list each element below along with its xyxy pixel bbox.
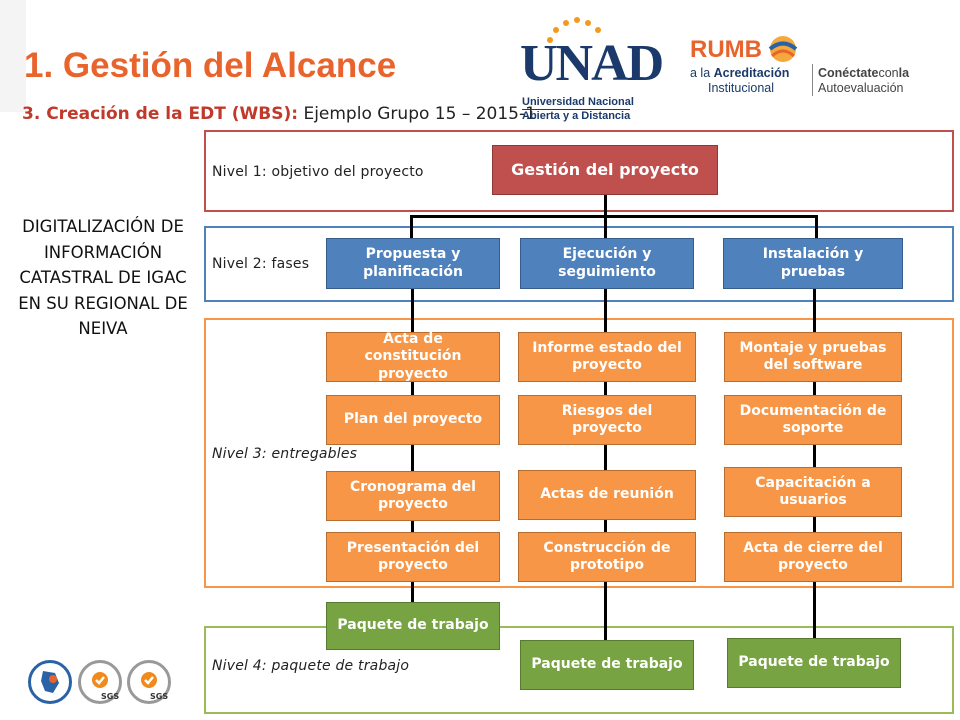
node-phase-proposal: Propuesta y planificación [326, 238, 500, 289]
connector-col1 [411, 288, 414, 602]
unad-sun-icon [547, 17, 601, 43]
node-project-management: Gestión del proyecto [492, 145, 718, 195]
sgs-seal-2-icon [127, 660, 171, 704]
unad-line1: Universidad Nacional [522, 96, 634, 108]
project-name: DIGITALIZACIÓN DE INFORMACIÓN CATASTRAL … [18, 217, 188, 339]
conectate-line: Conéctateconla [818, 66, 909, 80]
rumbo-globe-icon [768, 36, 798, 62]
node-deliverable-cronograma: Cronograma del proyecto [326, 471, 500, 521]
node-deliverable-actas-reunion: Actas de reunión [518, 470, 696, 520]
level-3-frame [204, 318, 954, 588]
logo-divider [812, 64, 813, 96]
sgs-label-1: SGS [101, 692, 120, 701]
connector-phase-bar [410, 215, 816, 218]
connector-col2 [604, 288, 607, 640]
node-deliverable-acta-cierre: Acta de cierre del proyecto [724, 532, 902, 582]
rumbo-line1-bold: Acreditación [713, 66, 790, 80]
level-2-label: Nivel 2: fases [212, 256, 310, 272]
colombia-seal-icon [28, 660, 72, 704]
conectate-mid: con [878, 66, 899, 80]
node-deliverable-capacitacion: Capacitación a usuarios [724, 467, 902, 517]
autoevaluacion-line: Autoevaluación [818, 81, 904, 95]
node-work-package-1: Paquete de trabajo [326, 602, 500, 650]
node-deliverable-informe-estado: Informe estado del proyecto [518, 332, 696, 382]
node-deliverable-acta-constitucion: Acta de constitución proyecto [326, 331, 500, 382]
connector-col3 [813, 288, 816, 640]
level-4-label: Nivel 4: paquete de trabajo [212, 658, 410, 674]
sgs-seal-1-icon [78, 660, 122, 704]
node-work-package-3: Paquete de trabajo [727, 638, 901, 688]
subtitle-rest: Ejemplo Grupo 15 – 2015-1 [298, 104, 536, 124]
node-deliverable-riesgos: Riesgos del proyecto [518, 395, 696, 445]
left-decor-stripe [0, 0, 26, 112]
level-4-frame [204, 626, 954, 714]
rumbo-line1-pre: a la [690, 66, 711, 80]
node-deliverable-documentacion: Documentación de soporte [724, 395, 902, 445]
level-1-label: Nivel 1: objetivo del proyecto [212, 164, 424, 180]
unad-wordmark: UNAD [520, 35, 664, 92]
page-title: 1. Gestión del Alcance [24, 46, 397, 85]
subtitle-prefix: 3. Creación de la EDT (WBS): [22, 104, 299, 124]
conectate-end: la [898, 66, 910, 80]
connector-phase3 [815, 215, 818, 239]
level-1-frame [204, 130, 954, 212]
node-phase-installation: Instalación y pruebas [723, 238, 903, 289]
unad-line2: Abierta y a Distancia [522, 109, 631, 122]
node-work-package-2: Paquete de trabajo [520, 640, 694, 690]
rumbo-line2: Institucional [708, 81, 775, 95]
node-deliverable-presentacion: Presentación del proyecto [326, 532, 500, 582]
rumbo-line1: a la Acreditación [690, 66, 789, 80]
unad-logo: UNAD Universidad Nacional Abierta y a Di… [520, 16, 664, 122]
node-deliverable-plan: Plan del proyecto [326, 395, 500, 445]
node-deliverable-prototipo: Construcción de prototipo [518, 532, 696, 582]
page-subtitle: 3. Creación de la EDT (WBS): Ejemplo Gru… [22, 104, 536, 124]
node-deliverable-montaje: Montaje y pruebas del software [724, 332, 902, 382]
node-phase-execution: Ejecución y seguimiento [520, 238, 694, 289]
rumbo-wordmark: RUMB [690, 36, 762, 63]
level-2-frame [204, 226, 954, 302]
sgs-label-2: SGS [150, 692, 169, 701]
conectate-bold: Conéctate [818, 66, 879, 80]
level-3-label: Nivel 3: entregables [212, 446, 358, 462]
connector-phase1 [410, 215, 413, 239]
